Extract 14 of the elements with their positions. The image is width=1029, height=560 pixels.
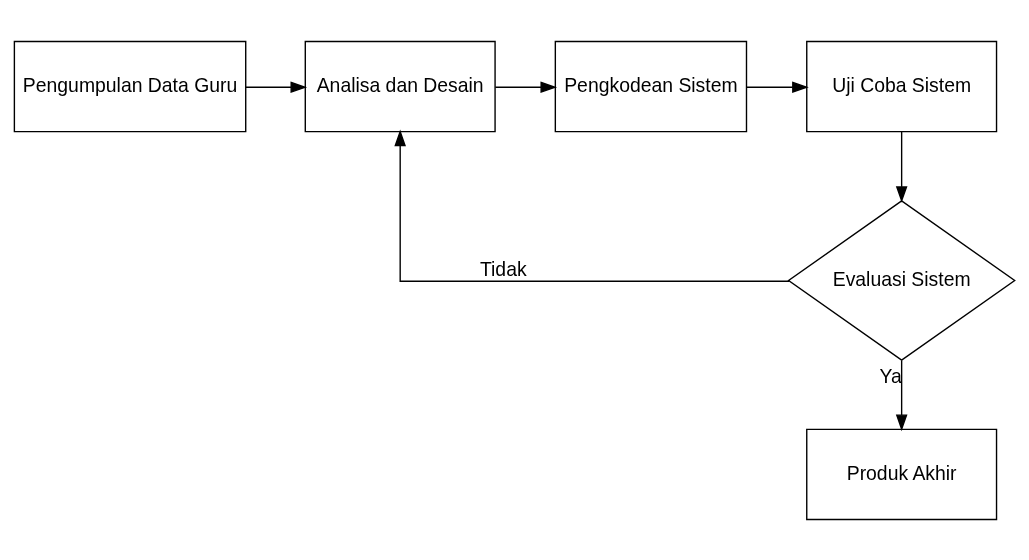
arrow [895, 359, 908, 431]
node-box: Pengumpulan Data Guru [13, 40, 247, 132]
node-diamond: Evaluasi Sistem [787, 199, 1016, 361]
node-box: Uji Coba Sistem [806, 40, 998, 132]
arrow [394, 129, 790, 282]
arrow [895, 130, 908, 203]
edge-label: Tidak [479, 257, 527, 280]
arrow [245, 80, 308, 93]
node-box: Produk Akhir [806, 428, 998, 520]
arrow [746, 80, 809, 93]
edge-label: Ya [879, 364, 902, 387]
arrow [494, 80, 558, 93]
node-box: Analisa dan Desain [304, 40, 496, 132]
node-box: Pengkodean Sistem [554, 40, 748, 132]
